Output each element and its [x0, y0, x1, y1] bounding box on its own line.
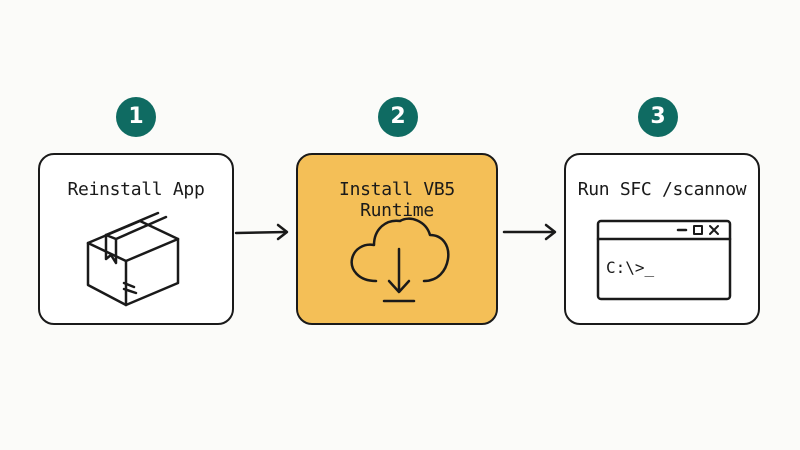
cloud-download-icon [350, 217, 450, 303]
step-3-badge: 3 [638, 97, 678, 137]
step-1-card: Reinstall App [38, 153, 234, 325]
step-3-card: Run SFC /scannow C:\>_ [564, 153, 760, 325]
step-2-card: Install VB5 Runtime [296, 153, 498, 325]
step-1-title: Reinstall App [67, 179, 205, 200]
terminal-prompt: C:\>_ [606, 258, 655, 277]
step-3-title: Run SFC /scannow [577, 179, 747, 200]
arrow-right-icon [234, 223, 289, 241]
step-2-badge: 2 [378, 97, 418, 137]
arrow-right-icon [502, 223, 557, 241]
terminal-window-icon: C:\>_ [596, 219, 732, 301]
package-box-icon [86, 211, 180, 307]
step-1-badge: 1 [116, 97, 156, 137]
step-2-title: Install VB5 Runtime [339, 179, 455, 221]
